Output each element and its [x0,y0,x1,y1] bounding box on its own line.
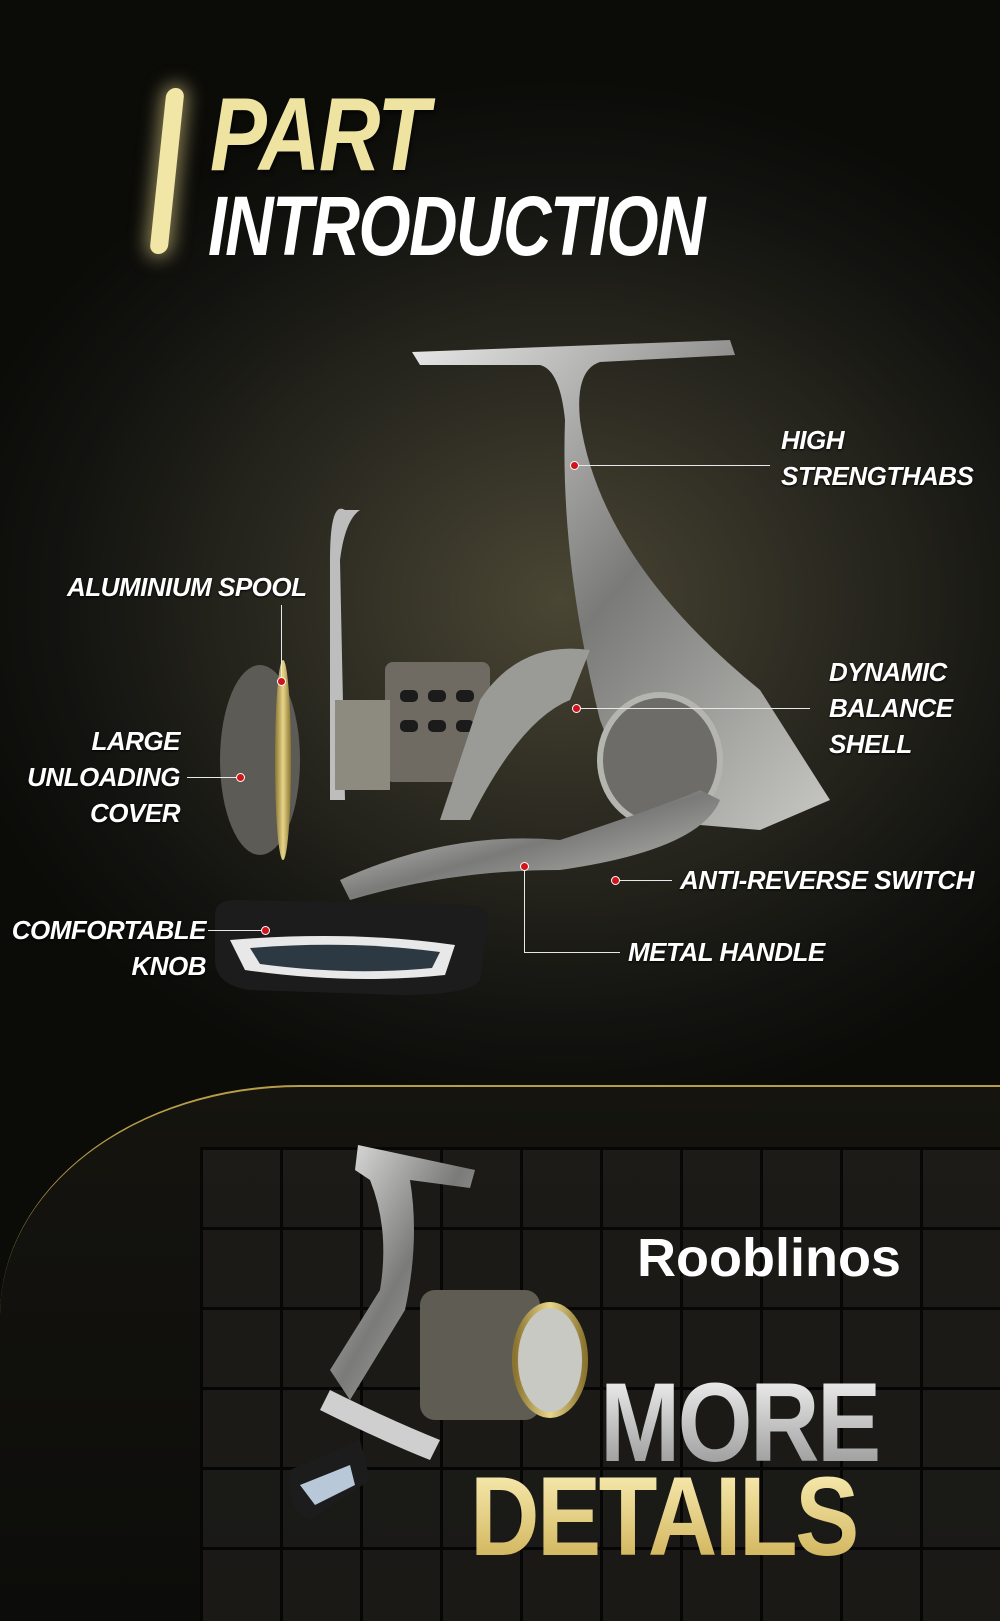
label-large-unloading-cover: LARGE UNLOADING COVER [0,723,180,831]
fishing-reel-image [215,340,830,995]
brand-name: Rooblinos [637,1228,901,1288]
leader-line [281,605,282,680]
title-part: PART [210,77,429,193]
label-line: UNLOADING [27,762,180,792]
callout-dot [261,926,270,935]
leader-line [618,880,672,881]
label-line: COVER [90,798,180,828]
label-line: HIGH [781,425,845,455]
callout-dot [570,461,579,470]
label-aluminium-spool: ALUMINIUM SPOOL [67,572,307,602]
label-line: COMFORTABLE [11,915,207,945]
details-text: DETAILS [470,1454,859,1579]
label-line: LARGE [91,726,181,756]
label-comfortable-knob: COMFORTABLE KNOB [0,912,207,984]
leader-line [577,465,770,466]
label-line: SHELL [829,729,912,759]
callout-dot [520,862,529,871]
label-line: DYNAMIC [829,657,947,687]
leader-line [208,930,264,931]
leader-line [524,866,525,952]
label-line: BALANCE [829,693,953,723]
label-line: KNOB [131,951,206,981]
label-high-strength: HIGH STRENGTHABS [781,422,974,494]
label-anti-reverse-switch: ANTI-REVERSE SWITCH [680,865,974,895]
leader-line [524,952,620,953]
leader-line [187,777,239,778]
callout-dot [611,876,620,885]
label-line: STRENGTHABS [781,461,974,491]
label-dynamic-balance-shell: DYNAMIC BALANCE SHELL [829,654,953,762]
callout-dot [236,773,245,782]
tile-background [200,1147,1000,1621]
callout-dot [572,704,581,713]
fishing-reel-small-image [289,1145,588,1520]
callout-dot [277,677,286,686]
leader-line [580,708,810,709]
more-text: MORE [600,1360,881,1485]
label-metal-handle: METAL HANDLE [628,937,825,967]
title-introduction: INTRODUCTION [208,179,706,273]
